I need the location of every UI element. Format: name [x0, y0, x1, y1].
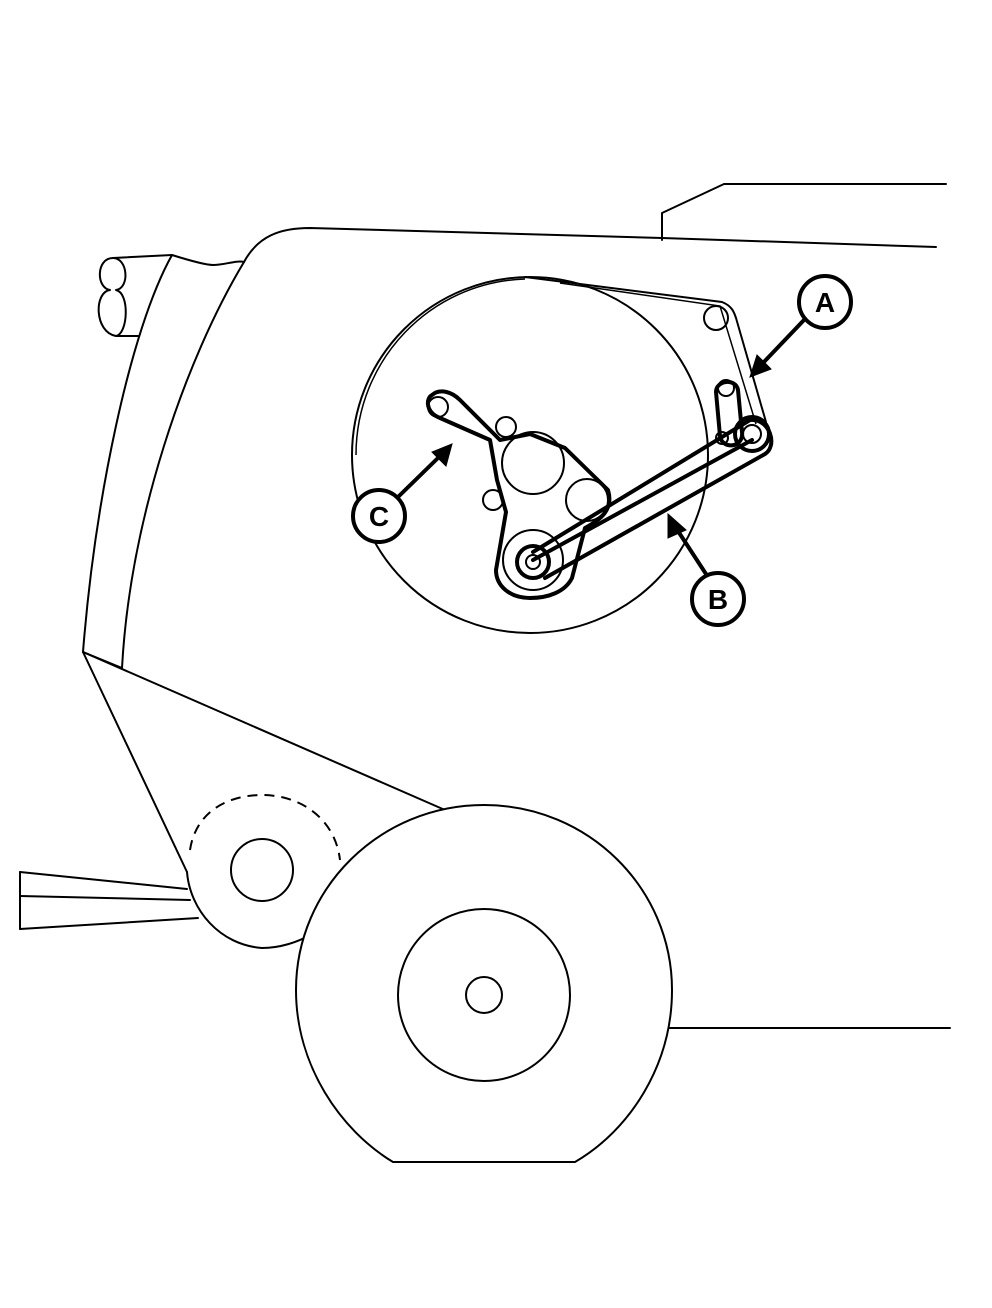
lower-housing — [82, 651, 951, 1029]
upper-frame — [243, 183, 947, 263]
lever-c — [425, 389, 612, 600]
callout-c-circle — [351, 488, 407, 544]
housing-side — [82, 254, 245, 669]
callout-a: A — [749, 274, 853, 378]
left-tube-stub — [97, 254, 245, 337]
link-a — [714, 379, 771, 453]
hitch-tongue — [19, 871, 199, 930]
callout-b-circle — [690, 571, 746, 627]
callout-c: C — [351, 443, 453, 544]
belt-guide — [524, 276, 767, 425]
callout-a-circle — [797, 274, 853, 330]
callout-c-label: C — [369, 501, 389, 532]
rod-b — [531, 417, 774, 580]
callout-a-label: A — [815, 287, 835, 318]
callout-b: B — [667, 512, 746, 627]
rear-hub — [186, 793, 341, 949]
callout-b-label: B — [708, 584, 728, 615]
wheel — [294, 803, 674, 1163]
